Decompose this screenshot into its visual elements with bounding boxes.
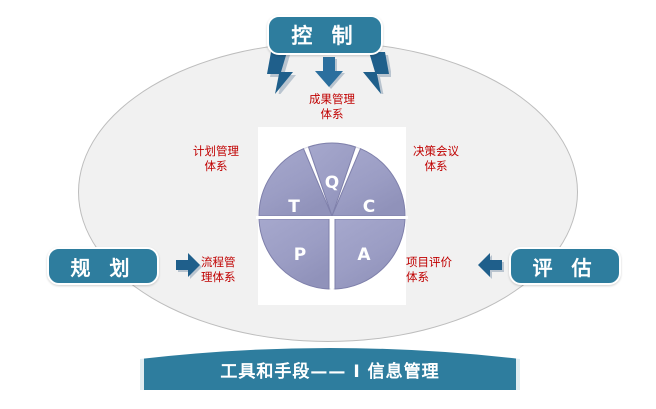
right-arrow-icon — [176, 252, 202, 280]
pie-label-P: P — [294, 245, 306, 265]
down-arrow-icon — [313, 57, 347, 91]
bottom-banner[interactable]: 工具和手段—— I 信息管理 — [140, 340, 520, 390]
pie-label-A: A — [357, 245, 371, 265]
chevron-down-left-arrow-icon — [265, 52, 299, 94]
stage-box-planning[interactable]: 规 划 — [47, 247, 159, 285]
pie-slice-C — [331, 148, 406, 217]
annotation-top: 成果管理 体系 — [309, 92, 355, 121]
left-arrow-icon — [478, 252, 504, 280]
annotation-bottom-right: 项目评价 体系 — [406, 255, 452, 284]
stage-box-control[interactable]: 控 制 — [267, 15, 383, 55]
stage-box-evaluation[interactable]: 评 估 — [509, 247, 621, 285]
pie-slice-P — [258, 218, 330, 290]
pie-slice-A — [334, 218, 406, 290]
bottom-banner-label: 工具和手段—— I 信息管理 — [220, 362, 440, 382]
annotation-top-left: 计划管理 体系 — [193, 144, 239, 173]
annotation-bottom-left: 流程管 理体系 — [201, 255, 236, 284]
pie-label-Q: Q — [325, 173, 339, 193]
pie-slice-T — [258, 148, 333, 217]
pie-chart: Q T C P A — [256, 140, 408, 292]
chevron-down-right-arrow-icon — [357, 52, 391, 94]
pie-slice-Q — [307, 142, 357, 218]
annotation-top-right: 决策会议 体系 — [413, 144, 459, 173]
pie-label-C: C — [363, 197, 375, 217]
pie-label-T: T — [288, 197, 300, 217]
